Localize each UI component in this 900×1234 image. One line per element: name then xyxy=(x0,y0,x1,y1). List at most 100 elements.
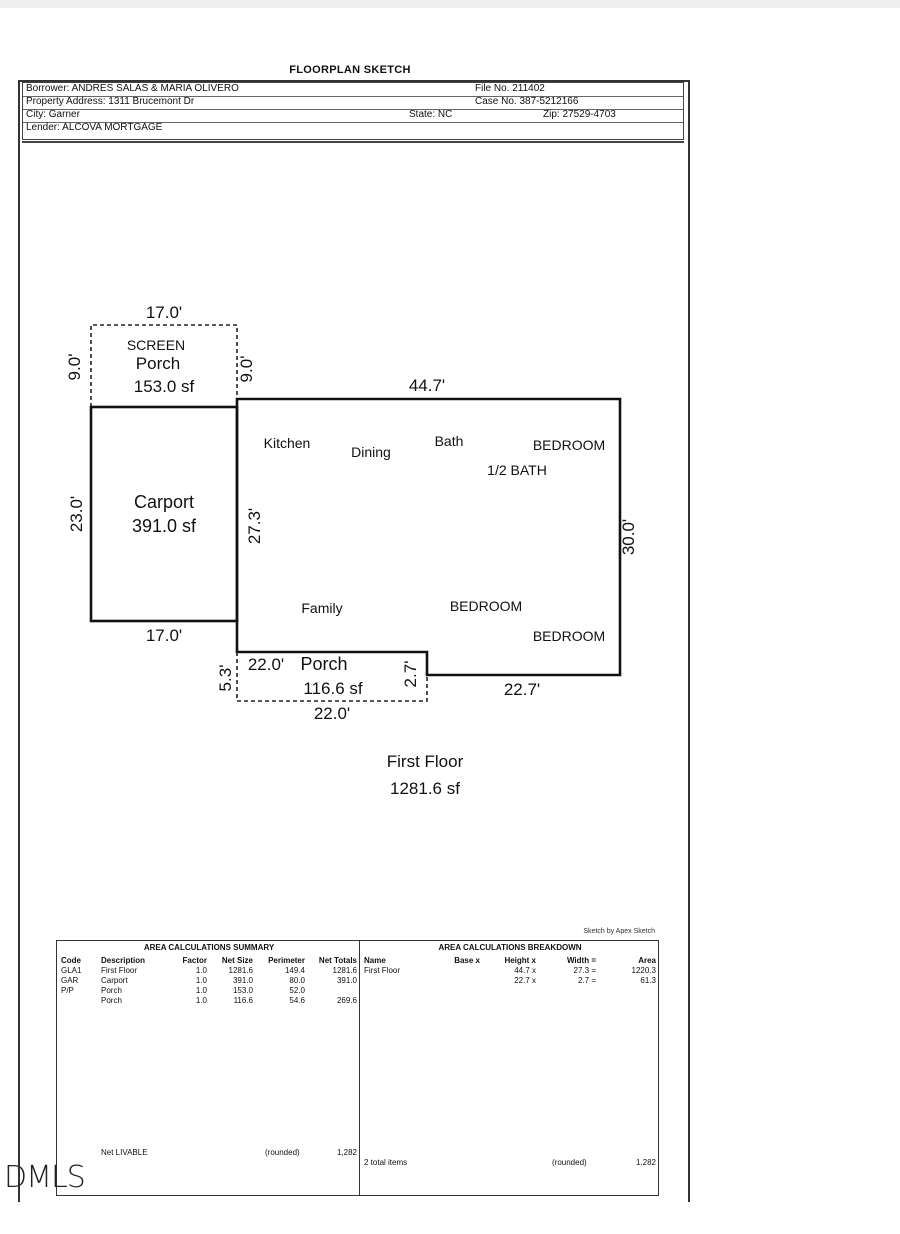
header-block: Borrower: ANDRES SALAS & MARIA OLIVERO F… xyxy=(22,82,684,140)
summary-header: Description xyxy=(101,956,146,965)
table-cell: 1.0 xyxy=(195,976,207,985)
house-dim-bottom: 22.7' xyxy=(504,680,540,699)
room-label: BEDROOM xyxy=(533,437,605,453)
room-label: Family xyxy=(301,600,342,616)
table-cell: 1281.6 xyxy=(228,966,253,975)
zip-field: Zip: 27529-4703 xyxy=(543,109,616,120)
table-cell: GAR xyxy=(61,976,79,985)
frame-edge xyxy=(688,1190,690,1200)
sketch-credit: Sketch by Apex Sketch xyxy=(583,928,655,935)
table-cell: 1.0 xyxy=(195,986,207,995)
front-porch-dim-top: 22.0' xyxy=(248,655,284,674)
header-row-lender: Lender: ALCOVA MORTGAGE xyxy=(23,122,683,135)
table-cell: 22.7 x xyxy=(514,976,536,985)
net-livable-rounded: (rounded) xyxy=(265,1148,300,1157)
room-label: Kitchen xyxy=(264,435,311,451)
screen-porch-area: 153.0 sf xyxy=(134,377,195,396)
table-cell: 116.6 xyxy=(233,996,253,1005)
breakdown-total: 1,282 xyxy=(635,1158,656,1167)
borrower-field: Borrower: ANDRES SALAS & MARIA OLIVERO xyxy=(26,83,239,94)
table-cell: 44.7 x xyxy=(514,966,536,975)
front-porch-area: 116.6 sf xyxy=(303,679,363,698)
header-divider xyxy=(22,141,684,143)
breakdown-header: Name xyxy=(364,956,386,965)
front-porch-outline xyxy=(236,652,428,702)
summary-header: Factor xyxy=(182,956,207,965)
table-cell: 61.3 xyxy=(640,976,656,985)
room-label: 1/2 BATH xyxy=(487,462,547,478)
screen-porch-label: SCREEN xyxy=(127,337,185,353)
summary-header: Code xyxy=(61,956,81,965)
header-row-address: Property Address: 1311 Brucemont Dr Case… xyxy=(23,96,683,110)
screen-porch-dim-top: 17.0' xyxy=(146,303,182,322)
carport-area: 391.0 sf xyxy=(132,516,197,536)
net-livable-value: 1,282 xyxy=(336,1148,357,1157)
carport-outline xyxy=(89,405,239,623)
breakdown-header: Area xyxy=(638,956,656,965)
table-cell: Porch xyxy=(101,996,122,1005)
table-cell: First Floor xyxy=(101,966,137,975)
page-title: FLOORPLAN SKETCH xyxy=(289,64,411,76)
state-field: State: NC xyxy=(409,109,453,120)
room-label: BEDROOM xyxy=(533,628,605,644)
table-cell: 149.4 xyxy=(284,966,305,975)
file-no-field: File No. 211402 xyxy=(475,83,545,94)
table-cell: First Floor xyxy=(364,966,400,975)
front-porch-label: Porch xyxy=(300,654,347,674)
house-dim-right: 30.0' xyxy=(619,519,638,555)
table-cell: 80.0 xyxy=(289,976,305,985)
front-porch-dim-right: 2.7' xyxy=(401,661,420,688)
breakdown-header: Base x xyxy=(454,956,480,965)
breakdown-title: AREA CALCULATIONS BREAKDOWN xyxy=(438,943,582,952)
address-field: Property Address: 1311 Brucemont Dr xyxy=(26,96,195,107)
header-row-borrower: Borrower: ANDRES SALAS & MARIA OLIVERO F… xyxy=(23,83,683,97)
table-cell: 1.0 xyxy=(195,996,207,1005)
carport-dim-right: 27.3' xyxy=(245,508,264,544)
table-cell: 54.6 xyxy=(289,996,305,1005)
header-row-city: City: Garner State: NC Zip: 27529-4703 xyxy=(23,109,683,123)
floor-name: First Floor xyxy=(386,752,464,771)
floor-caption: First Floor 1281.6 sf xyxy=(340,748,510,802)
screen-porch-outline xyxy=(90,324,238,407)
screen-porch-name: Porch xyxy=(136,354,180,373)
total-items: 2 total items xyxy=(364,1158,408,1167)
table-cell: 153.0 xyxy=(232,986,253,995)
breakdown-header: Width = xyxy=(566,956,596,965)
table-cell: 391.0 xyxy=(336,976,357,985)
summary-header: Perimeter xyxy=(268,956,305,965)
city-field: City: Garner xyxy=(26,109,80,120)
floorplan-sketch: SCREEN Porch 153.0 sf 17.0' 9.0' 9.0' Ca… xyxy=(65,303,638,723)
breakdown-header: Height x xyxy=(504,956,536,965)
table-cell: Porch xyxy=(101,986,122,995)
breakdown-rounded: (rounded) xyxy=(552,1158,587,1167)
table-cell: 391.0 xyxy=(232,976,253,985)
table-cell: GLA1 xyxy=(61,966,82,975)
carport-dim-left: 23.0' xyxy=(67,496,86,532)
area-summary-table: AREA CALCULATIONS SUMMARY Code Descripti… xyxy=(56,940,360,1196)
house-dim-top: 44.7' xyxy=(409,376,445,395)
table-cell: P/P xyxy=(61,986,74,995)
net-livable-label: Net LIVABLE xyxy=(101,1148,148,1157)
scan-edge xyxy=(0,0,900,8)
table-cell: 269.6 xyxy=(336,996,357,1005)
area-breakdown-table: AREA CALCULATIONS BREAKDOWN Name Base x … xyxy=(359,940,659,1196)
room-label: Bath xyxy=(435,433,464,449)
form-frame xyxy=(18,80,690,1202)
table-cell: Carport xyxy=(101,976,128,985)
floor-area: 1281.6 sf xyxy=(390,779,460,798)
table-cell: 1.0 xyxy=(195,966,207,975)
dmls-logo: DMLS xyxy=(4,1160,86,1195)
screen-porch-dim-left: 9.0' xyxy=(65,354,84,381)
front-porch-dim-left: 5.3' xyxy=(216,665,235,692)
table-cell: 2.7 = xyxy=(577,976,596,985)
table-cell: 52.0 xyxy=(289,986,305,995)
lender-field: Lender: ALCOVA MORTGAGE xyxy=(26,122,163,133)
case-no-field: Case No. 387-5212166 xyxy=(475,96,579,107)
room-label: BEDROOM xyxy=(450,598,522,614)
summary-title: AREA CALCULATIONS SUMMARY xyxy=(143,943,275,952)
front-porch-dim-bottom: 22.0' xyxy=(314,704,350,723)
summary-header: Net Totals xyxy=(318,956,357,965)
carport-label: Carport xyxy=(134,492,194,512)
screen-porch-dim-right: 9.0' xyxy=(237,356,256,383)
table-cell: 27.3 = xyxy=(573,966,596,975)
